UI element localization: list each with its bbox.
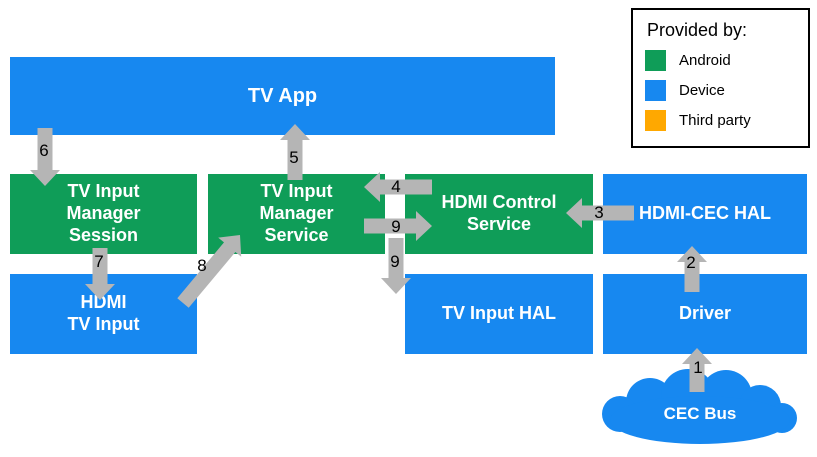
- third-party-color-swatch: [645, 110, 666, 131]
- box-tv-app: TV App: [10, 57, 555, 135]
- arrow-4-label: 4: [391, 177, 401, 196]
- arrow-9-down-label: 9: [390, 252, 400, 271]
- box-tv-input-manager-service: TV Input Manager Service: [208, 174, 385, 254]
- arrow-2-label: 2: [686, 253, 696, 272]
- legend-item-device: Device: [645, 80, 796, 101]
- legend-item-label: Android: [679, 52, 731, 69]
- legend-item-android: Android: [645, 50, 796, 71]
- box-hdmi-cec-hal: HDMI-CEC HAL: [603, 174, 807, 254]
- legend-item-label: Third party: [679, 112, 751, 129]
- device-color-swatch: [645, 80, 666, 101]
- arrow-3-label: 3: [594, 203, 604, 222]
- legend-item-label: Device: [679, 82, 725, 99]
- arrow-9-right-label: 9: [391, 217, 401, 236]
- arrow-5-label: 5: [289, 148, 299, 167]
- cec-bus-label: CEC Bus: [663, 404, 737, 423]
- arrow-8-label: 8: [197, 256, 207, 275]
- box-hdmi-tv-input: HDMI TV Input: [10, 274, 197, 354]
- arrow-1-label: 1: [693, 358, 703, 377]
- android-color-swatch: [645, 50, 666, 71]
- box-tv-input-hal: TV Input HAL: [405, 274, 593, 354]
- arrow-7-label: 7: [94, 252, 104, 271]
- box-driver: Driver: [603, 274, 807, 354]
- arrow-6-label: 6: [39, 141, 49, 160]
- box-hdmi-control-service: HDMI Control Service: [405, 174, 593, 254]
- legend-title: Provided by:: [647, 20, 748, 40]
- legend: Provided by: Android Device Third party: [631, 8, 810, 148]
- box-tv-input-manager-session: TV Input Manager Session: [10, 174, 197, 254]
- legend-item-third-party: Third party: [645, 110, 796, 131]
